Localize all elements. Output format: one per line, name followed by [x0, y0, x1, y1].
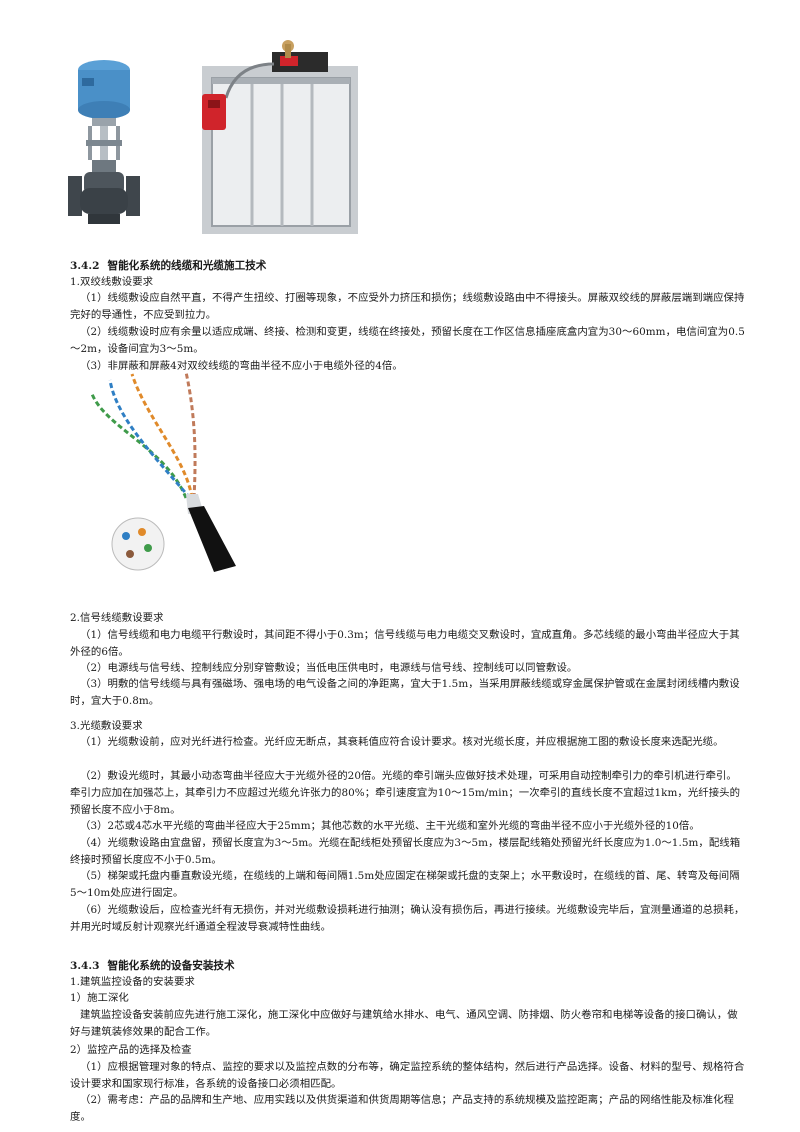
subsection-title: 1.双绞线敷设要求: [70, 276, 154, 288]
paragraph: （3）明敷的信号线缆与具有强磁场、强电场的电气设备之间的净距离，宜大于1.5m，…: [70, 678, 740, 707]
subsection-title: 1.建筑监控设备的安装要求: [70, 976, 195, 988]
paragraph: （2）线缆敷设时应有余量以适应成端、终接、检测和变更，线缆在终接处，预留长度在工…: [70, 326, 745, 355]
subsection-title: 2.信号线缆敷设要求: [70, 612, 164, 624]
sub-subsection-title: 2）监控产品的选择及检查: [70, 1044, 192, 1056]
paragraph: （2）电源线与信号线、控制线应分别穿管敷设；当低电压供电时，电源线与信号线、控制…: [80, 662, 578, 674]
paragraph: （3）2芯或4芯水平光缆的弯曲半径应大于25mm；其他芯数的水平光缆、主干光缆和…: [80, 820, 700, 832]
paragraph: （4）光缆敷设路由宜盘留，预留长度宜为3～5m。光缆在配线柜处预留长度应为3～5…: [70, 837, 741, 866]
paragraph: （1）应根据管理对象的特点、监控的要求以及监控点数的分布等，确定监控系统的整体结…: [70, 1061, 745, 1090]
paragraph: （6）光缆敷设后，应检查光纤有无损伤，并对光缆敷设损耗进行抽测；确认没有损伤后，…: [70, 904, 745, 933]
paragraph: （2）需考虑：产品的品牌和生产地、应用实践以及供货渠道和供货周期等信息；产品支持…: [70, 1094, 734, 1123]
electric-valve-photo: [68, 60, 140, 224]
section-number: 3.4.3: [70, 960, 100, 972]
paragraph: （1）信号线缆和电力电缆平行敷设时，其间距不得小于0.3m；信号线缆与电力电缆交…: [70, 629, 740, 658]
section-title: 智能化系统的设备安装技术: [107, 960, 235, 972]
section-number: 3.4.2: [70, 260, 100, 272]
section-title: 智能化系统的线缆和光缆施工技术: [107, 260, 267, 272]
air-damper-photo: [202, 40, 358, 234]
paragraph: （3）非屏蔽和屏蔽4对双绞线缆的弯曲半径不应小于电缆外径的4倍。: [80, 360, 403, 372]
paragraph: （2）敷设光缆时，其最小动态弯曲半径应大于光缆外径的20倍。光缆的牵引端头应做好…: [70, 770, 741, 816]
section-heading-342: 3.4.2 智能化系统的线缆和光缆施工技术: [70, 258, 266, 275]
paragraph: （1）线缆敷设应自然平直，不得产生扭绞、打圈等现象，不应受外力挤压和损伤；线缆敷…: [70, 292, 745, 321]
paragraph: （5）梯架或托盘内垂直敷设光缆，在缆线的上端和每间隔1.5m处应固定在梯架或托盘…: [70, 870, 740, 899]
subsection-title: 3.光缆敷设要求: [70, 720, 143, 732]
paragraph: 建筑监控设备安装前应先进行施工深化，施工深化中应做好与建筑给水排水、电气、通风空…: [70, 1009, 738, 1038]
sub-subsection-title: 1）施工深化: [70, 992, 129, 1004]
paragraph: （1）光缆敷设前，应对光纤进行检查。光纤应无断点，其衰耗值应符合设计要求。核对光…: [80, 736, 724, 748]
section-heading-343: 3.4.3 智能化系统的设备安装技术: [70, 958, 235, 975]
twisted-pair-cable-photo: [90, 371, 236, 572]
